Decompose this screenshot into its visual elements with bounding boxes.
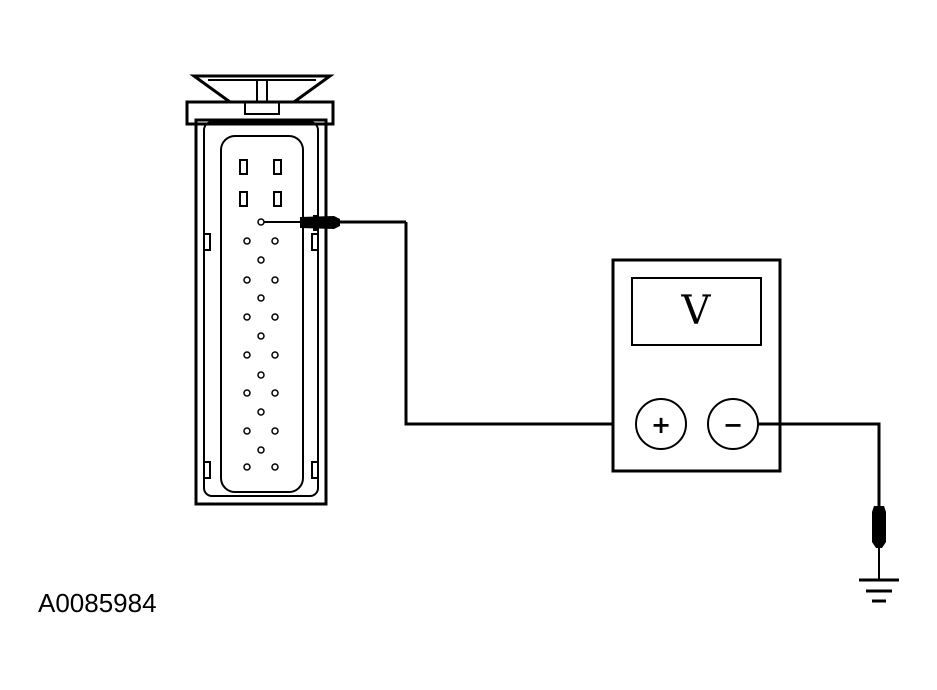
connector-lock-tab [189,74,335,104]
round-pin [257,408,265,416]
blade-pin [239,159,248,175]
round-pin [257,446,265,454]
connector-latch [311,233,319,251]
connector-latch [203,233,211,251]
round-pin [257,256,265,264]
positive-terminal [635,398,687,450]
connector-latch [203,461,211,479]
round-pin [243,389,251,397]
round-pin [271,389,279,397]
blade-pin [273,159,282,175]
ground-symbol-icon [859,578,899,603]
ground-probe [872,506,886,548]
blade-pin [273,191,282,207]
round-pin [271,237,279,245]
voltmeter-display [631,277,762,346]
figure-id-label: A0085984 [38,588,157,618]
connector-latch [311,461,319,479]
round-pin [243,313,251,321]
blade-pins [239,159,282,207]
round-pin [243,276,251,284]
blade-pin [239,191,248,207]
probe-lead [264,215,637,426]
round-pin-probed [257,218,265,226]
round-pins [243,218,279,471]
connector-body [194,118,328,506]
round-pin [271,351,279,359]
connector-pin-face [220,135,304,493]
round-pin [243,351,251,359]
round-pin [271,427,279,435]
round-pin [243,463,251,471]
round-pin [271,313,279,321]
probe-tip [300,216,340,229]
negative-terminal-label: − [723,411,743,439]
voltmeter: V + − [611,258,782,473]
negative-lead-wire [758,422,881,506]
round-pin [257,332,265,340]
round-pin [257,371,265,379]
round-pin [243,427,251,435]
round-pin [271,276,279,284]
round-pin [257,294,265,302]
round-pin [243,237,251,245]
positive-lead-wire [404,222,637,426]
positive-terminal-label: + [651,411,671,439]
negative-lead [758,422,899,603]
connector [185,74,335,506]
voltmeter-display-label: V [681,288,712,334]
round-pin [271,463,279,471]
